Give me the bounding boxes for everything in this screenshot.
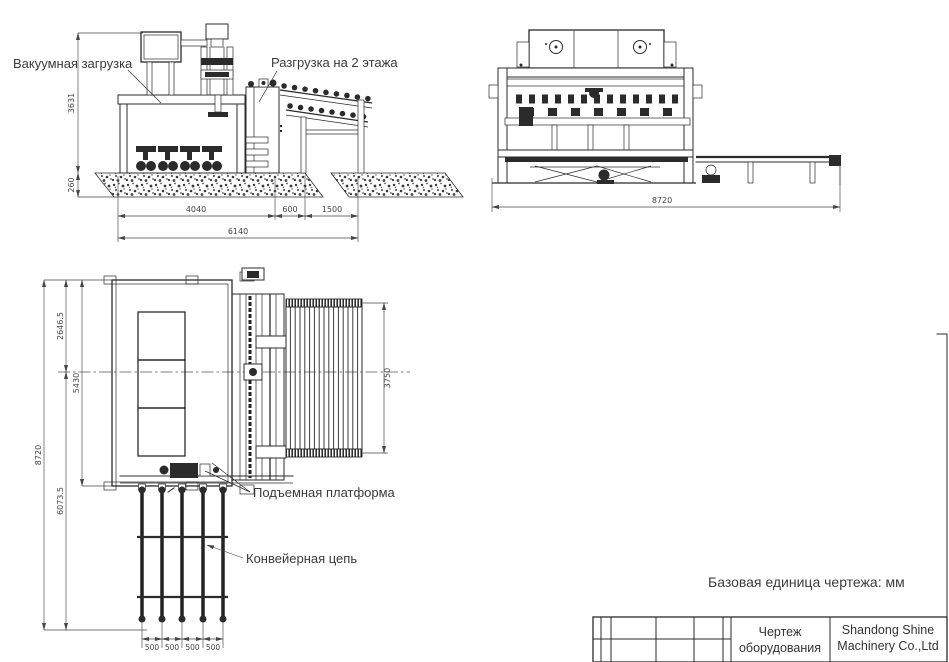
callout-chain: Конвейерная цепь — [206, 544, 357, 566]
leader-line — [211, 462, 251, 493]
wheel-bogie — [136, 146, 156, 171]
doc-type-line2: оборудования — [739, 641, 821, 655]
side-elevation-view: Вакуумная загрузка Разгрузка на 2 этажа … — [13, 23, 464, 242]
unloading-tower — [245, 78, 282, 174]
leader-line — [204, 470, 251, 493]
incline-conveyor — [279, 83, 373, 174]
dim-total-width: 8720 — [652, 196, 672, 205]
top-cabinet — [516, 29, 677, 69]
lifting-platform-area — [119, 463, 294, 493]
lifting-platform-label: Подъемная платформа — [253, 485, 396, 500]
wheel-bogie — [158, 146, 178, 171]
outfeed-conveyor — [695, 155, 841, 185]
main-frame — [488, 67, 703, 184]
dim-top-to-center: 2646.5 — [56, 312, 65, 340]
dim-foundation: 260 — [67, 177, 76, 192]
front-view-dimensions: 8720 — [491, 165, 841, 212]
dim-total-height: 3631 — [67, 93, 76, 113]
dim-unload-length: 1500 — [322, 205, 342, 214]
dim-roller-section: 3750 — [383, 368, 392, 388]
dim-chain-pitch: 500 — [206, 643, 221, 652]
base-unit-note: Базовая единица чертежа: мм — [708, 574, 905, 590]
vacuum-loader-tower — [140, 31, 208, 96]
dim-chain-pitch: 500 — [185, 643, 200, 652]
dim-gap: 600 — [282, 205, 297, 214]
sheet-border — [936, 333, 948, 662]
conveyor-chain-label: Конвейерная цепь — [246, 551, 357, 566]
machine-body — [117, 94, 246, 174]
dim-total-length: 6140 — [228, 227, 248, 236]
doc-type-line1: Чертеж — [759, 625, 802, 639]
press-unit — [200, 23, 234, 117]
leader-line — [206, 544, 244, 559]
dim-chain-pitch: 500 — [145, 643, 160, 652]
side-view-dimensions: 3631 260 4040 600 1500 6140 — [67, 32, 359, 242]
leader-line — [258, 70, 278, 103]
plan-view-dimensions: 8720 2646.5 6073.5 5430 3750 500 500 500… — [34, 279, 392, 652]
dim-chain-pitch: 500 — [165, 643, 180, 652]
wheel-bogie — [180, 146, 200, 171]
dim-center-to-bottom: 6073.5 — [56, 487, 65, 515]
callout-vacuum: Вакуумная загрузка — [13, 56, 162, 104]
company-line2: Machinery Co.,Ltd — [837, 639, 938, 653]
callout-unloading: Разгрузка на 2 этажа — [258, 55, 398, 103]
dim-frame-length: 5430 — [72, 373, 81, 393]
ground-hatch — [94, 172, 464, 198]
unloading-label: Разгрузка на 2 этажа — [271, 55, 398, 70]
leader-line — [127, 69, 162, 104]
plan-press-section — [231, 267, 287, 495]
conveyor-chains — [137, 483, 228, 623]
vacuum-loading-label: Вакуумная загрузка — [13, 56, 133, 71]
front-elevation-view: 8720 — [488, 29, 841, 212]
wheel-bogie — [202, 146, 222, 171]
dim-plan-total: 8720 — [34, 445, 43, 465]
title-block: Чертеж оборудования Shandong Shine Machi… — [592, 616, 948, 662]
company-line1: Shandong Shine — [842, 623, 934, 637]
plan-main-frame — [103, 275, 233, 491]
callout-platform: Подъемная платформа — [204, 462, 396, 500]
plan-view: Подъемная платформа Конвейерная цепь 872… — [34, 267, 410, 652]
plan-roller-conveyor — [285, 298, 363, 458]
dim-body-length: 4040 — [186, 205, 206, 214]
